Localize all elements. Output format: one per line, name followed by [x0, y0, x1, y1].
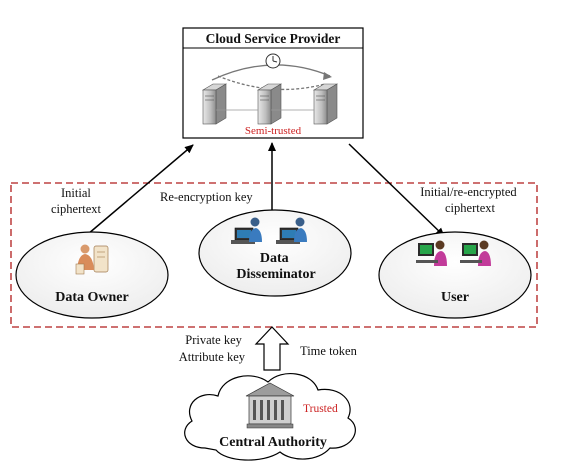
data-disseminator-label: Data Disseminator [236, 251, 315, 282]
arrow-cloud-to-user [348, 143, 445, 237]
server-icon [312, 83, 339, 125]
central-authority-node: Trusted Central Authority [184, 373, 356, 461]
owner-arrow-label: Initial ciphertext [51, 186, 102, 216]
user-arrow-label: Initial/re-encrypted ciphertext [420, 185, 520, 215]
data-owner-label: Data Owner [55, 290, 129, 305]
cloud-title: Cloud Service Provider [206, 31, 341, 46]
user-label: User [441, 290, 469, 305]
disseminator-arrow-label: Re-encryption key [160, 190, 253, 204]
cloud-service-provider: Cloud Service Provider [182, 27, 364, 139]
central-authority-label: Central Authority [219, 435, 327, 450]
server-icon [256, 83, 283, 125]
authority-to-boundary-arrow [254, 326, 290, 371]
data-disseminator-node: Data Disseminator [198, 209, 352, 297]
authority-keys-label: Private key Attribute key [179, 333, 246, 364]
computer-user-icon [276, 217, 307, 244]
time-token-label: Time token [300, 344, 358, 358]
data-owner-icon [75, 244, 109, 275]
cloud-trust-label: Semi-trusted [245, 125, 302, 137]
user-node: User [378, 231, 532, 319]
clock-icon [265, 53, 281, 69]
computer-user-icon [231, 217, 262, 244]
server-icon [201, 83, 228, 125]
data-owner-node: Data Owner [15, 231, 169, 319]
computer-user-icon [460, 240, 491, 266]
arrow-owner-to-cloud [87, 144, 194, 235]
authority-trust-label: Trusted [303, 403, 338, 415]
entity-boundary [10, 182, 538, 328]
bank-building-icon [245, 382, 295, 429]
computer-user-icon [416, 240, 447, 266]
